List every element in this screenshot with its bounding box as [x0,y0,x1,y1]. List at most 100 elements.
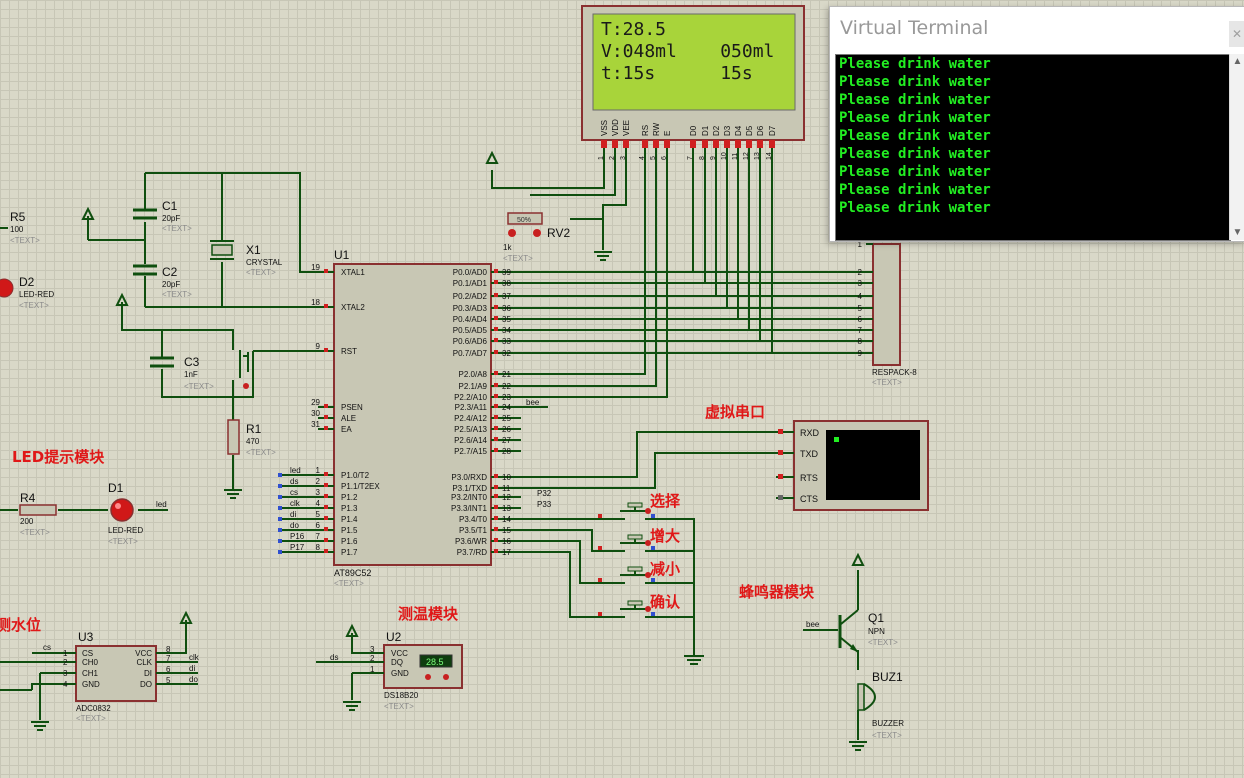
lcd-display[interactable]: T:28.5 V:048ml 050ml t:15s 15s VSS1VDD2V… [581,5,805,160]
mcu-pin-number: 23 [502,393,511,402]
mcu-pin-name: P1.1/T2EX [341,482,380,491]
module-labels: LED提示模块 测水位 测温模块 虚拟串口 蜂鸣器模块 选择 增大 减小 确认 [0,403,815,634]
mcu-pin-dot [494,505,498,509]
buz1-buzzer[interactable]: BUZ1 BUZZER <TEXT> [857,670,904,740]
respack-pin-number: 2 [858,268,863,277]
mcu-pin-number: 7 [316,532,321,541]
u3-net-label: di [189,664,195,673]
rv2-potentiometer[interactable]: 50% RV2 1k <TEXT> [503,212,570,263]
label-btn-increase: 增大 [650,527,680,545]
terminal-line: Please drink water [839,182,991,198]
u3-part: ADC0832 [76,704,111,713]
mcu-pin-number: 14 [502,515,511,524]
mcu-pin-name: PSEN [341,403,363,412]
u3-pin-name: CH1 [82,669,99,678]
respack-pin-number: 3 [858,279,863,288]
mcu-pin-dot [494,383,498,387]
mcu-pin-name: P1.7 [341,548,358,557]
c1-capacitor[interactable]: C1 20pF <TEXT> [133,199,192,233]
terminal-close-button[interactable]: ✕ [1229,21,1244,47]
r5-resistor[interactable]: R5 100 <TEXT> [10,210,40,245]
label-temp-module: 测温模块 [398,605,459,623]
d2-text-placeholder: <TEXT> [19,301,49,310]
mcu-pin-name: P3.7/RD [457,548,487,557]
lcd-line-2: V:048ml 050ml [601,41,774,62]
mcu-pin-name: P0.3/AD3 [453,304,488,313]
mcu-pin-name: P3.0/RXD [451,473,487,482]
mcu-pin-dot [494,269,498,273]
terminal-scrollbar[interactable]: ▲ ▼ [1229,54,1244,240]
mcu-pin-name: P0.4/AD4 [453,315,488,324]
c3-capacitor[interactable]: C3 1nF <TEXT> [150,355,214,391]
lcd-pin-number: 11 [732,153,739,160]
select-button[interactable] [598,502,655,520]
u3-pin-number: 5 [166,676,171,685]
increase-button[interactable] [598,534,655,552]
lcd-pin-stub [623,140,629,148]
lcd-pin-stub [664,140,670,148]
power-symbols [31,150,867,751]
scroll-up-icon[interactable]: ▲ [1232,56,1243,67]
confirm-button[interactable] [598,600,655,618]
mcu-pin-dot [494,415,498,419]
lcd-line-3: t:15s 15s [601,63,753,84]
rv2-text-placeholder: <TEXT> [503,254,533,263]
reset-button[interactable] [239,350,249,389]
mcu-pin-name: P2.3/A11 [455,403,488,412]
q1-transistor[interactable]: bee Q1 NPN <TEXT> [806,609,898,653]
mcu-pin-number: 4 [316,499,321,508]
x1-value: CRYSTAL [246,258,283,267]
net-bee: bee [526,398,540,407]
r1-resistor[interactable]: R1 470 <TEXT> [227,419,276,457]
u3-pin-name: CLK [136,658,152,667]
mcu-net-label: P17 [290,543,305,552]
net-dot [278,495,282,499]
mcu-pin-dot [324,348,328,352]
keypad-buttons[interactable] [598,502,655,618]
lcd-pin-label: D2 [712,125,721,136]
u3-pin-name: CS [82,649,93,658]
mcu-pin-number: 35 [502,315,511,324]
mcu-ref: U1 [334,248,350,262]
r4-resistor[interactable]: R4 200 <TEXT> [19,491,57,537]
mcu-at89c52[interactable]: U1 AT89C52 <TEXT> 19XTAL118XTAL29RST29PS… [278,248,521,588]
mcu-pin-number: 30 [311,409,320,418]
x1-ref: X1 [246,243,261,257]
d2-ref: D2 [19,275,35,289]
decrease-button[interactable] [598,566,655,584]
label-btn-select: 选择 [650,492,681,510]
label-buzzer-module: 蜂鸣器模块 [739,583,815,601]
mcu-pin-number: 26 [502,425,511,434]
mcu-pin-dot [324,269,328,273]
mcu-part: AT89C52 [334,568,371,578]
mcu-pin-number: 31 [311,420,320,429]
q1-text-placeholder: <TEXT> [868,638,898,647]
vterm-pin-name: RXD [800,428,820,438]
mcu-pin-dot [324,426,328,430]
d1-led[interactable]: D1 LED-RED <TEXT> led [108,481,167,546]
x1-crystal[interactable]: X1 CRYSTAL <TEXT> [210,240,283,277]
mcu-pin-name: P3.5/T1 [459,526,488,535]
mcu-pin-name: P2.0/A8 [459,370,488,379]
c2-text-placeholder: <TEXT> [162,290,192,299]
r5-ref: R5 [10,210,26,224]
c2-capacitor[interactable]: C2 20pF <TEXT> [133,264,192,299]
mcu-pin-dot [494,549,498,553]
mcu-text-placeholder: <TEXT> [334,579,364,588]
lcd-pin-label: D5 [745,125,754,136]
d2-led[interactable]: D2 LED-RED <TEXT> [0,275,54,310]
label-water-level: 测水位 [0,616,41,634]
scroll-down-icon[interactable]: ▼ [1232,227,1243,238]
lcd-pin-number: 12 [743,152,750,160]
mcu-pin-name: P0.1/AD1 [453,279,488,288]
